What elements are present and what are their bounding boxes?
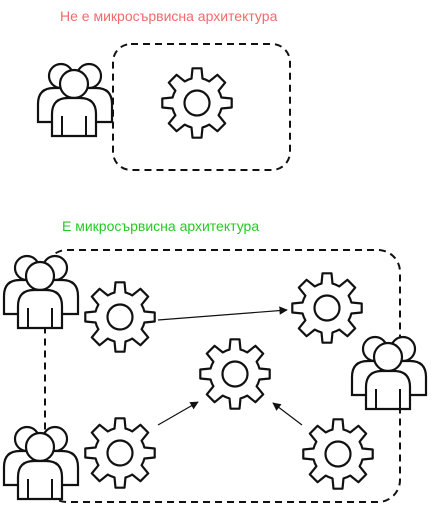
users-group-icon: [36, 62, 114, 138]
gear-icon: [302, 418, 374, 490]
gear-icon: [84, 281, 156, 353]
users-group-icon: [350, 335, 428, 411]
arrow-gear1-to-gear2: [157, 306, 288, 321]
microservice-label: Е микросървисна архитектура: [62, 218, 260, 234]
arrow-gear5-to-gear3: [272, 402, 303, 426]
arrow-gear4-to-gear3: [157, 401, 199, 426]
gear-icon: [291, 272, 363, 344]
gear-icon: [84, 417, 156, 489]
users-group-icon: [2, 425, 80, 501]
gear-icon: [161, 67, 233, 139]
gear-icon: [199, 338, 271, 410]
users-group-icon: [2, 254, 80, 330]
not-microservice-label: Не е микросървисна архитектура: [60, 8, 278, 24]
